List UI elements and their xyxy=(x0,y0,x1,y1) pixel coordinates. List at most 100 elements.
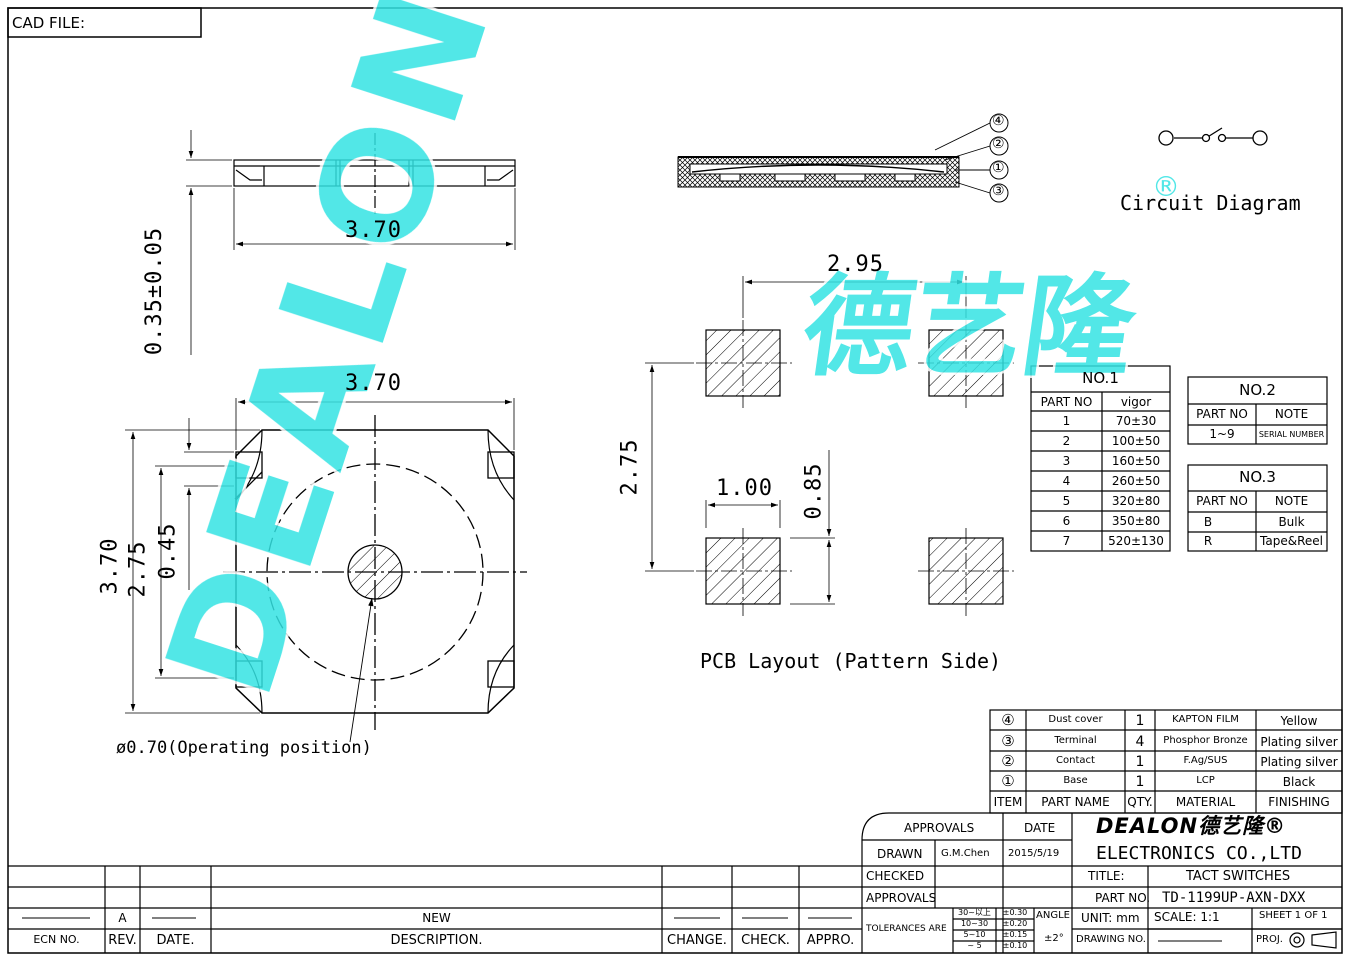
rev-value: A xyxy=(118,911,127,925)
bom-head-qty: QTY. xyxy=(1127,795,1153,809)
tb-drawing-no: DRAWING NO. xyxy=(1076,934,1146,945)
no3-title: NO.3 xyxy=(1239,468,1276,486)
no1-row-vigor: 350±80 xyxy=(1111,514,1161,528)
no1-row-vigor: 70±30 xyxy=(1115,414,1157,428)
callout-1: ① xyxy=(992,160,1005,176)
tb-drawn-date: 2015/5/19 xyxy=(1008,848,1060,859)
cad-file-label: CAD FILE: xyxy=(12,14,85,32)
no2-title: NO.2 xyxy=(1239,381,1276,399)
tb-drawn-by: G.M.Chen xyxy=(941,848,990,859)
tb-title-value: TACT SWITCHES xyxy=(1186,869,1291,884)
no3-head-partno: PART NO xyxy=(1196,494,1248,508)
front-view xyxy=(125,398,527,743)
bom-row-item: ③ xyxy=(1001,732,1015,750)
dim-operating: ø0.70(Operating position) xyxy=(116,738,372,758)
dim-top-width: 3.70 xyxy=(345,218,402,243)
bom-row-material: F.Ag/SUS xyxy=(1183,755,1228,766)
tb-approvals: APPROVALS xyxy=(904,821,975,835)
bom-row-qty: 4 xyxy=(1135,734,1145,750)
bom-row-item: ④ xyxy=(1001,711,1015,729)
no1-row-vigor: 320±80 xyxy=(1111,494,1161,508)
no1-row-vigor: 100±50 xyxy=(1111,434,1161,448)
tb-unit: UNIT: mm xyxy=(1081,911,1140,925)
no2-row-partno: 1~9 xyxy=(1209,427,1235,441)
outer-border xyxy=(7,7,1343,954)
bom-row-qty: 1 xyxy=(1135,774,1145,790)
no1-row-partno: 2 xyxy=(1062,434,1071,448)
rev-header: APPRO. xyxy=(806,933,855,948)
dim-inner-height: 2.75 xyxy=(125,540,151,598)
tb-sheet: SHEET 1 OF 1 xyxy=(1259,910,1328,921)
tb-angle: ANGLE xyxy=(1036,910,1070,921)
pcb-layout xyxy=(645,276,1014,616)
rev-header: REV. xyxy=(108,933,137,948)
rev-header: ECN NO. xyxy=(33,933,80,946)
bom-row-material: LCP xyxy=(1196,775,1215,786)
callout-2: ② xyxy=(992,136,1005,152)
bom-head-finishing: FINISHING xyxy=(1268,795,1330,809)
rev-header: CHANGE. xyxy=(667,933,727,948)
tb-tolerances: TOLERANCES ARE xyxy=(866,924,947,934)
dim-thickness: 0.35±0.05 xyxy=(142,226,167,356)
pcb-caption: PCB Layout (Pattern Side) xyxy=(700,649,1002,673)
rev-header: DESCRIPTION. xyxy=(390,933,483,948)
no1-row-partno: 1 xyxy=(1062,414,1071,428)
no3-row2-partno: R xyxy=(1203,534,1213,548)
no3-head-note: NOTE xyxy=(1274,494,1309,508)
tb-scale: SCALE: 1:1 xyxy=(1154,910,1220,924)
circuit-caption: Circuit Diagram xyxy=(1120,191,1301,215)
no1-title: NO.1 xyxy=(1082,369,1119,387)
bom-row-material: Phosphor Bronze xyxy=(1163,735,1248,746)
rev-header: CHECK. xyxy=(741,933,790,948)
no1-row-partno: 5 xyxy=(1062,494,1071,508)
bom-row-finishing: Plating silver xyxy=(1260,755,1338,769)
watermark-reg: ® xyxy=(1152,170,1180,203)
title-block-grid xyxy=(861,812,1342,953)
tb-checked: CHECKED xyxy=(866,869,925,883)
tb-company-logo: DEALON德艺隆® xyxy=(1096,814,1287,838)
no1-row-vigor: 520±130 xyxy=(1108,534,1164,548)
dim-pcb-height: 2.75 xyxy=(617,438,643,496)
bom-row-partname: Terminal xyxy=(1054,735,1097,746)
no3-row2-note: Tape&Reel xyxy=(1260,534,1323,548)
no2-row-note: SERIAL NUMBER xyxy=(1258,430,1325,439)
no1-row-vigor: 160±50 xyxy=(1111,454,1161,468)
bom-row-item: ① xyxy=(1001,772,1015,790)
no1-row-vigor: 260±50 xyxy=(1111,474,1161,488)
tol-range: 5~10 xyxy=(963,930,986,939)
bom-head-partname: PART NAME xyxy=(1041,795,1110,809)
no1-row-partno: 6 xyxy=(1062,514,1071,528)
watermark-cjk: 德艺隆 xyxy=(795,263,1144,391)
dim-front-height: 3.70 xyxy=(97,537,123,595)
revision-grid xyxy=(8,865,1337,953)
tb-proj: PROJ. xyxy=(1256,934,1283,945)
no1-head-partno: PART NO xyxy=(1040,395,1093,409)
watermark: DEALON 德艺隆 ® xyxy=(131,0,1180,719)
no1-row-partno: 7 xyxy=(1062,534,1071,548)
circuit-symbol xyxy=(1158,127,1268,146)
tb-company: ELECTRONICS CO.,LTD xyxy=(1096,843,1302,864)
tol-value: ±0.20 xyxy=(1002,919,1028,928)
bom-row-partname: Base xyxy=(1063,775,1088,786)
dim-pad-height: 0.85 xyxy=(801,462,827,520)
no1-table-grid xyxy=(1030,365,1171,552)
bom-row-finishing: Black xyxy=(1282,775,1316,789)
cad-file-box xyxy=(7,7,202,38)
tol-range: 30~以上 xyxy=(958,908,991,917)
tb-angle-tol: ±2° xyxy=(1044,933,1064,944)
tb-title-label: TITLE: xyxy=(1088,869,1125,883)
tb-approvals2: APPROVALS xyxy=(866,891,937,905)
callout-3: ③ xyxy=(992,183,1005,199)
tol-range: 10~30 xyxy=(960,919,989,928)
no3-row1-note: Bulk xyxy=(1278,515,1305,529)
dim-pad-width: 1.00 xyxy=(716,476,773,501)
bom-row-partname: Dust cover xyxy=(1048,714,1103,725)
bom-row-material: KAPTON FILM xyxy=(1172,714,1239,725)
dim-front-width: 3.70 xyxy=(345,371,402,396)
tol-value: ±0.30 xyxy=(1002,908,1028,917)
rev-header: DATE. xyxy=(156,933,195,948)
tb-part-label: PART NO. xyxy=(1095,891,1151,905)
no2-head-note: NOTE xyxy=(1274,407,1309,421)
no1-row-partno: 3 xyxy=(1062,454,1071,468)
